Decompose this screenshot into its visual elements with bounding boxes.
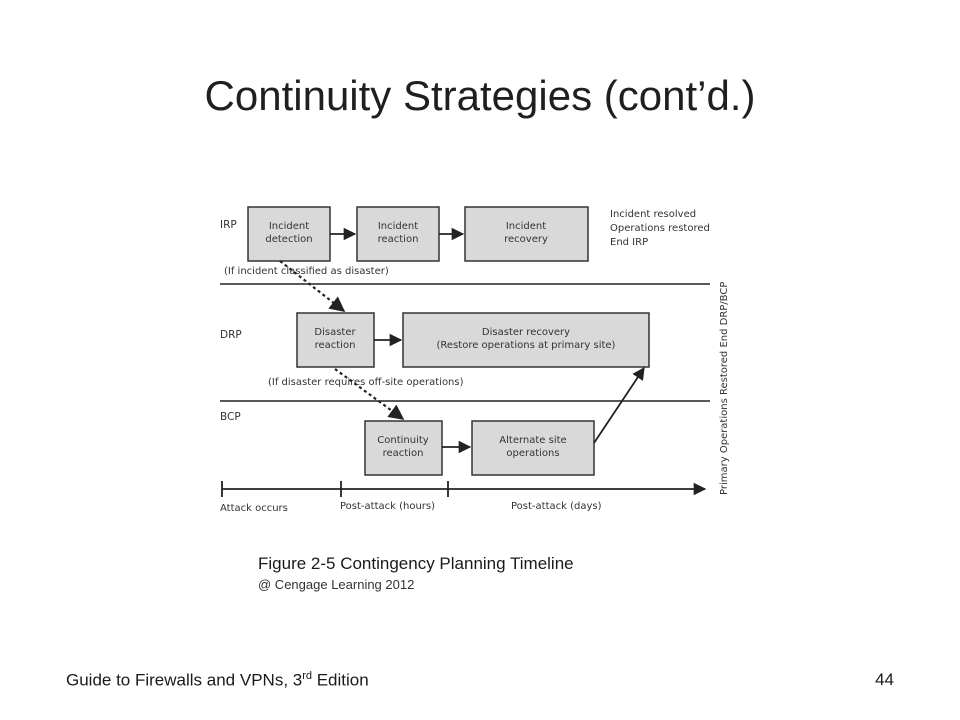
- footer-book-title: Guide to Firewalls and VPNs, 3rd Edition: [66, 670, 369, 690]
- svg-text:Continuity: Continuity: [377, 435, 429, 446]
- svg-text:Incident: Incident: [506, 221, 546, 232]
- timeline-label-attack: Attack occurs: [220, 503, 288, 514]
- svg-text:End IRP: End IRP: [610, 237, 648, 248]
- figure-credit: @ Cengage Learning 2012: [258, 577, 415, 592]
- svg-text:Incident resolved: Incident resolved: [610, 209, 696, 220]
- timeline-axis: [221, 481, 707, 497]
- arrow-alternate-to-recovery: [593, 366, 645, 444]
- svg-text:recovery: recovery: [504, 234, 548, 245]
- svg-text:Incident: Incident: [269, 221, 309, 232]
- note-classified-as-disaster: (If incident classified as disaster): [224, 266, 389, 277]
- box-continuity-reaction: Continuity reaction: [364, 420, 443, 476]
- svg-text:Operations restored: Operations restored: [610, 223, 710, 234]
- figure-caption: Figure 2-5 Contingency Planning Timeline: [258, 554, 574, 573]
- box-disaster-recovery: Disaster recovery (Restore operations at…: [402, 312, 650, 368]
- contingency-timeline-diagram: IRP DRP BCP Incident detection Incident …: [220, 206, 730, 514]
- dotted-arrow-drp-to-bcp: [334, 368, 405, 420]
- box-disaster-reaction: Disaster reaction: [296, 312, 375, 368]
- timeline-label-hours: Post-attack (hours): [340, 501, 435, 512]
- svg-text:reaction: reaction: [383, 448, 424, 459]
- note-offsite-operations: (If disaster requires off-site operation…: [268, 377, 464, 388]
- svg-text:Disaster: Disaster: [314, 327, 356, 338]
- note-irp-end: Incident resolved Operations restored En…: [610, 209, 710, 248]
- slide-title: Continuity Strategies (cont’d.): [204, 72, 756, 119]
- box-incident-detection: Incident detection: [247, 206, 331, 262]
- svg-text:Incident: Incident: [378, 221, 418, 232]
- dotted-arrow-irp-to-drp: [279, 260, 346, 312]
- lane-label-drp: DRP: [220, 329, 242, 341]
- svg-text:detection: detection: [265, 234, 312, 245]
- svg-text:reaction: reaction: [315, 340, 356, 351]
- svg-text:Disaster recovery: Disaster recovery: [482, 327, 570, 338]
- svg-text:Alternate site: Alternate site: [499, 435, 566, 446]
- box-incident-reaction: Incident reaction: [356, 206, 440, 262]
- note-primary-operations-restored: Primary Operations Restored End DRP/BCP: [719, 282, 730, 495]
- lane-label-bcp: BCP: [220, 411, 241, 423]
- box-alternate-site-operations: Alternate site operations: [471, 420, 595, 476]
- timeline-label-days: Post-attack (days): [511, 501, 602, 512]
- box-incident-recovery: Incident recovery: [464, 206, 589, 262]
- page-number: 44: [875, 670, 894, 689]
- svg-text:(Restore operations at primary: (Restore operations at primary site): [437, 340, 616, 351]
- svg-text:operations: operations: [506, 448, 559, 459]
- svg-text:reaction: reaction: [378, 234, 419, 245]
- lane-label-irp: IRP: [220, 219, 237, 231]
